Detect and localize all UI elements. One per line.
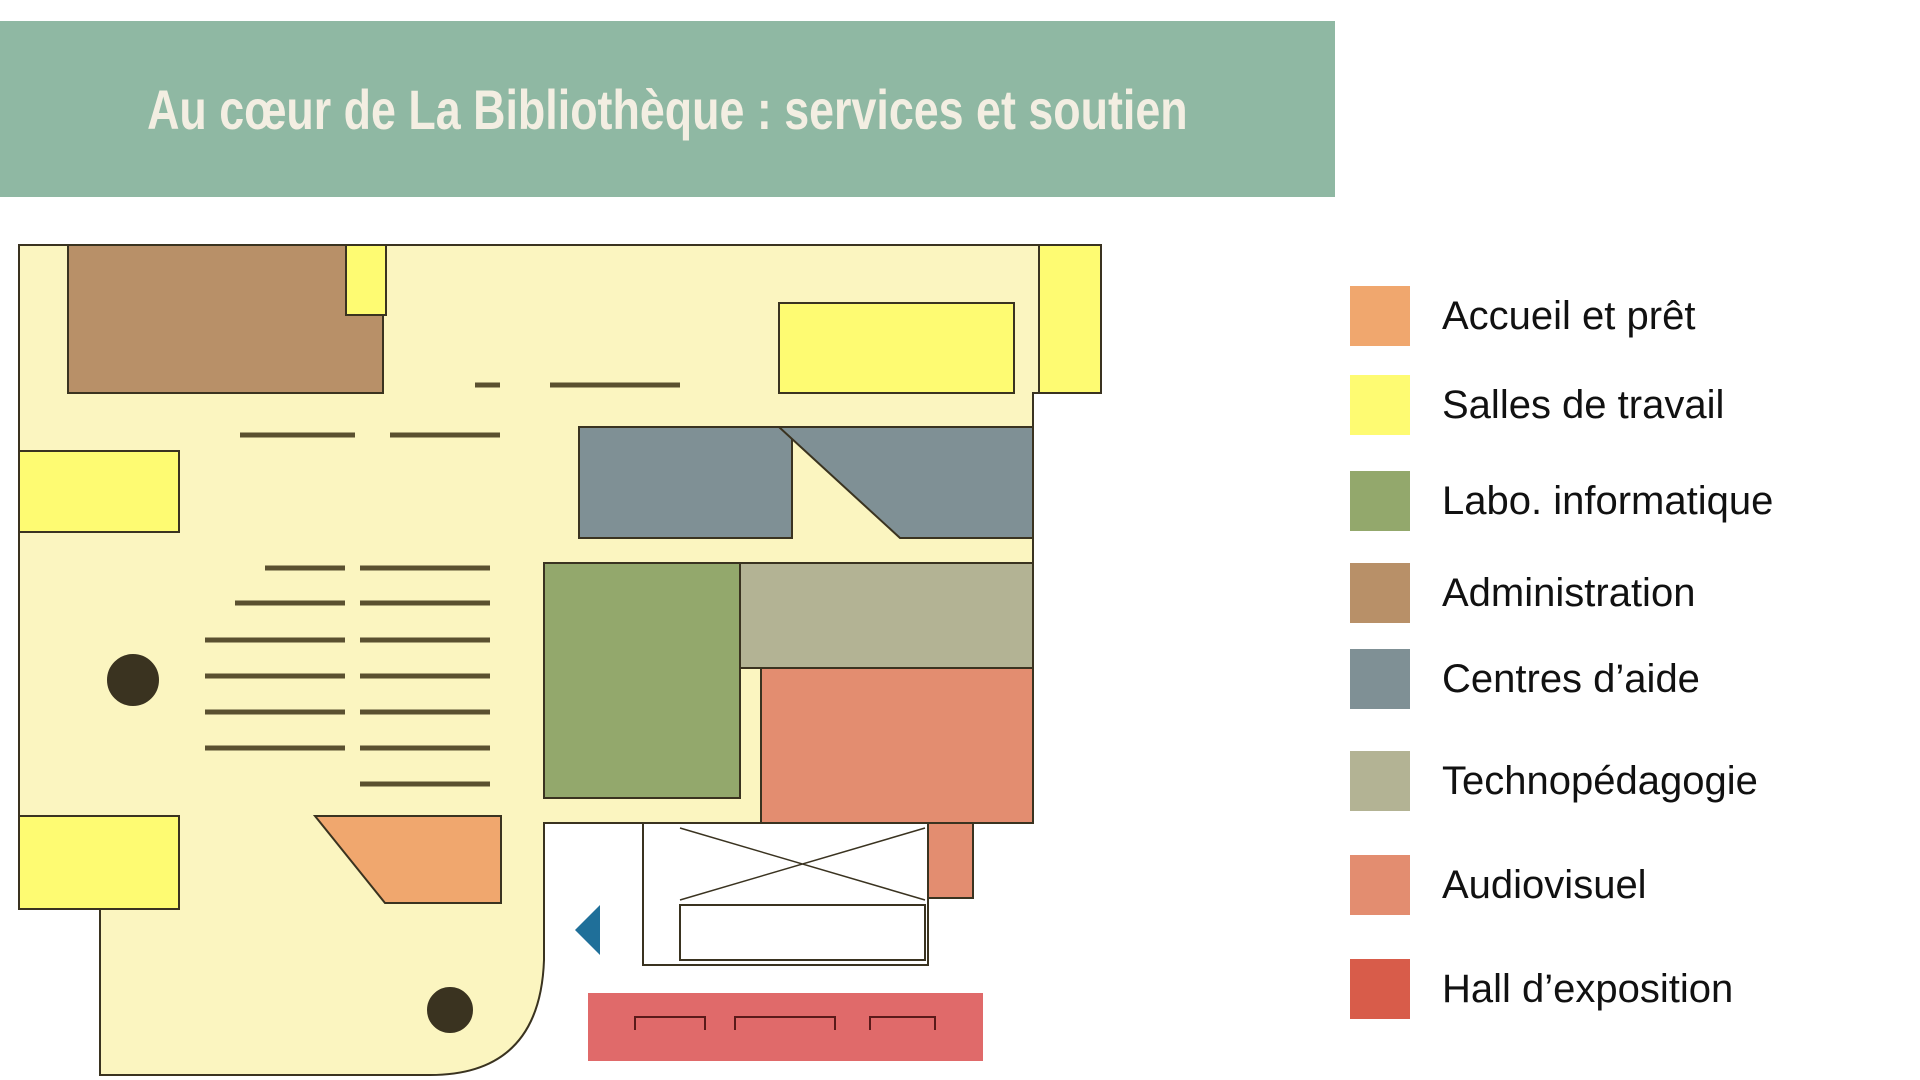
legend-item-centres: Centres d’aide (1350, 649, 1700, 709)
legend-item-accueil: Accueil et prêt (1350, 286, 1695, 346)
entrance-arrow-icon (575, 905, 600, 955)
zone-hall-exposition (588, 993, 983, 1061)
zone-administration (67, 244, 384, 394)
zone-centres-aide (578, 426, 793, 539)
legend-swatch (1350, 563, 1410, 623)
legend-label: Salles de travail (1442, 382, 1725, 427)
legend-item-audiovisuel: Audiovisuel (1350, 855, 1647, 915)
legend-label: Accueil et prêt (1442, 293, 1696, 338)
legend-item-administration: Administration (1350, 563, 1695, 623)
zone-salles-travail (778, 302, 1015, 394)
legend-swatch (1350, 959, 1410, 1019)
legend-swatch (1350, 471, 1410, 531)
legend-label: Labo. informatique (1442, 478, 1774, 523)
legend-label: Audiovisuel (1442, 862, 1647, 907)
page-title: Au cœur de La Bibliothèque : services et… (147, 77, 1188, 141)
zone-salles-travail (18, 450, 180, 533)
zone-labo-informatique (543, 562, 741, 799)
legend-swatch (1350, 751, 1410, 811)
floor-plan (18, 244, 1102, 1076)
legend-item-techno: Technopédagogie (1350, 751, 1758, 811)
legend-swatch (1350, 855, 1410, 915)
legend-label: Hall d’exposition (1442, 966, 1734, 1011)
zone-technopedagogie (739, 562, 1034, 669)
legend-label: Centres d’aide (1442, 656, 1700, 701)
legend-label: Technopédagogie (1442, 758, 1758, 803)
zone-accueil-pret (312, 815, 502, 904)
legend-swatch (1350, 286, 1410, 346)
legend-swatch (1350, 649, 1410, 709)
round-seating (427, 987, 473, 1033)
legend-item-labo: Labo. informatique (1350, 471, 1773, 531)
zone-audiovisuel (760, 667, 1034, 824)
escalator (679, 904, 926, 961)
legend-item-salles: Salles de travail (1350, 375, 1724, 435)
zone-audiovisuel (927, 822, 974, 899)
round-seating (107, 654, 159, 706)
zone-centres-aide (776, 426, 1034, 539)
legend-label: Administration (1442, 570, 1696, 615)
title-banner: Au cœur de La Bibliothèque : services et… (0, 21, 1335, 197)
zone-salles-travail (345, 244, 387, 316)
legend-item-hall: Hall d’exposition (1350, 959, 1733, 1019)
legend-swatch (1350, 375, 1410, 435)
zone-salles-travail (1038, 244, 1102, 394)
zone-salles-travail (18, 815, 180, 910)
